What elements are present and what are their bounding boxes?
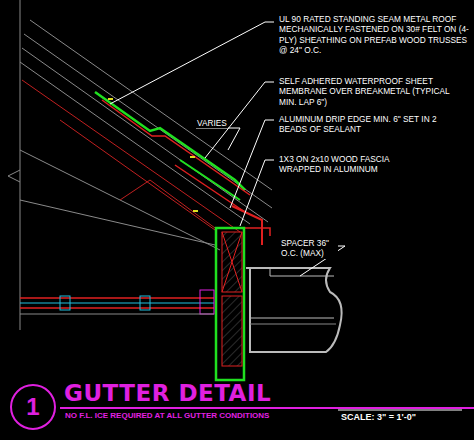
dimension-label: VARIES [196, 118, 228, 128]
callout-note: ALUMINUM DRIP EDGE MIN. 6" SET IN 2 BEAD… [278, 114, 440, 135]
callout-note: SPACER 36" O.C. (MAX) [280, 238, 338, 259]
subtitle-note: NO F.L. ICE REQUIRED AT ALL GUTTER CONDI… [64, 411, 270, 421]
callout-note: SELF ADHERED WATERPROOF SHEET MEMBRANE O… [278, 76, 460, 107]
callout-note: UL 90 RATED STANDING SEAM METAL ROOF MEC… [278, 14, 470, 56]
callout-circle: 1 [10, 384, 56, 430]
callout-note: 1X3 ON 2x10 WOOD FASCIA WRAPPED IN ALUMI… [278, 154, 430, 175]
callout-number: 1 [26, 393, 39, 421]
detail-title: GUTTER DETAIL [64, 380, 271, 406]
scale-label: SCALE: 3" = 1'-0" [340, 412, 417, 422]
